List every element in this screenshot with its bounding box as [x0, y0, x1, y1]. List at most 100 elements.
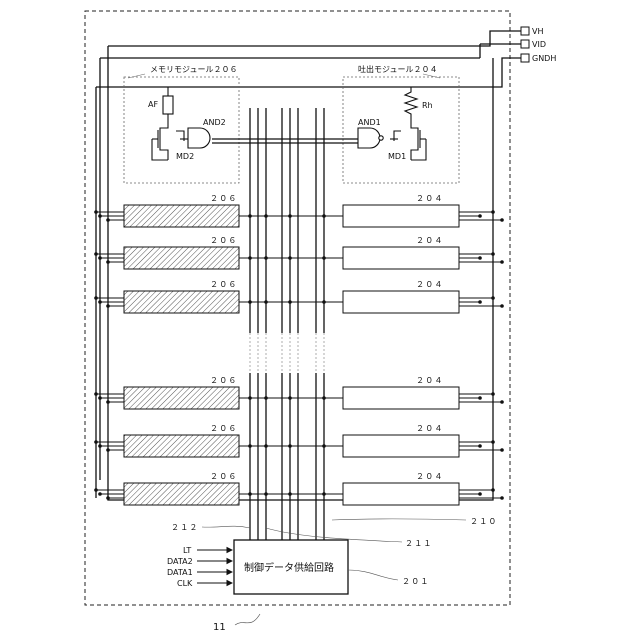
memory-ref-label: ２０６	[210, 194, 238, 203]
junction-dot	[94, 210, 98, 214]
junction-dot	[500, 218, 504, 222]
memory-module-206	[124, 205, 239, 227]
junction-dot	[106, 400, 110, 404]
memory-module-206	[124, 435, 239, 457]
controller-label: 制御データ供給回路	[244, 561, 334, 574]
vid-terminal[interactable]	[521, 40, 529, 48]
junction-dot	[106, 260, 110, 264]
memory-module-detail: メモリモジュール２０６ AF AND2 MD2	[124, 65, 239, 183]
junction-dot	[322, 214, 326, 218]
junction-dot	[264, 300, 268, 304]
terminals: VH VID GNDH	[521, 27, 556, 63]
junction-dot	[94, 488, 98, 492]
ref-212: ２１２	[171, 523, 199, 532]
junction-dot	[478, 214, 482, 218]
memory-module-title: メモリモジュール２０６	[150, 65, 237, 74]
junction-dot	[478, 444, 482, 448]
memory-ref-label: ２０６	[210, 376, 238, 385]
junction-dot	[106, 448, 110, 452]
vid-label: VID	[532, 40, 546, 49]
md2-label: MD2	[176, 152, 194, 161]
memory-ref-label: ２０６	[210, 280, 238, 289]
junction-dot	[478, 396, 482, 400]
figure-number-label: 11	[213, 622, 226, 633]
memory-ref-label: ２０６	[210, 424, 238, 433]
junction-dot	[322, 256, 326, 260]
junction-dot	[248, 396, 252, 400]
junction-dot	[264, 396, 268, 400]
junction-dot	[264, 444, 268, 448]
ejection-module-204	[343, 291, 459, 313]
and2-label: AND2	[203, 118, 226, 127]
vh-terminal[interactable]	[521, 27, 529, 35]
ejection-ref-label: ２０４	[416, 376, 444, 385]
memory-ref-label: ２０６	[210, 236, 238, 245]
junction-dot	[491, 296, 495, 300]
block-row: ２０６ ２０４	[94, 280, 504, 313]
ejection-module-title: 吐出モジュール２０４	[358, 64, 437, 74]
memory-module-206	[124, 247, 239, 269]
memory-ref-label: ２０６	[210, 472, 238, 481]
block-row: ２０６ ２０４	[94, 424, 504, 457]
input-data1: DATA1	[167, 568, 193, 577]
junction-dot	[248, 300, 252, 304]
junction-dot	[264, 256, 268, 260]
junction-dot	[98, 492, 102, 496]
ejection-module-204	[343, 247, 459, 269]
junction-dot	[94, 392, 98, 396]
ejection-ref-label: ２０４	[416, 194, 444, 203]
junction-dot	[248, 214, 252, 218]
block-row: ２０６ ２０４	[94, 236, 504, 269]
gndh-label: GNDH	[532, 54, 556, 63]
junction-dot	[106, 218, 110, 222]
junction-dot	[106, 496, 110, 500]
md1-label: MD1	[388, 152, 406, 161]
junction-dot	[500, 400, 504, 404]
ref-210: ２１０	[470, 517, 498, 526]
junction-dot	[98, 214, 102, 218]
junction-dot	[264, 492, 268, 496]
junction-dot	[500, 260, 504, 264]
ejection-ref-label: ２０４	[416, 280, 444, 289]
junction-dot	[478, 492, 482, 496]
gndh-terminal[interactable]	[521, 54, 529, 62]
junction-dot	[106, 304, 110, 308]
junction-dot	[491, 488, 495, 492]
junction-dot	[322, 444, 326, 448]
junction-dot	[288, 300, 292, 304]
junction-dot	[491, 252, 495, 256]
fuse-af	[163, 96, 173, 114]
junction-dot	[500, 448, 504, 452]
junction-dot	[98, 396, 102, 400]
ejection-module-204	[343, 483, 459, 505]
input-data2: DATA2	[167, 557, 193, 566]
junction-dot	[98, 444, 102, 448]
ejection-ref-label: ２０４	[416, 424, 444, 433]
junction-dot	[98, 256, 102, 260]
rh-label: Rh	[422, 101, 433, 110]
block-row: ２０６ ２０４	[94, 194, 504, 227]
figure-number: 11	[213, 614, 260, 633]
and1-label: AND1	[358, 118, 381, 127]
controller-ref: ２０１	[402, 577, 430, 586]
junction-dot	[248, 444, 252, 448]
junction-dot	[478, 300, 482, 304]
vh-label: VH	[532, 27, 544, 36]
junction-dot	[288, 444, 292, 448]
junction-dot	[322, 492, 326, 496]
ejection-ref-label: ２０４	[416, 236, 444, 245]
junction-dot	[94, 440, 98, 444]
junction-dot	[478, 256, 482, 260]
junction-dot	[94, 296, 98, 300]
junction-dot	[500, 304, 504, 308]
ejection-ref-label: ２０４	[416, 472, 444, 481]
ejection-module-204	[343, 387, 459, 409]
vertical-bus	[212, 108, 358, 520]
junction-dot	[248, 492, 252, 496]
junction-dot	[98, 300, 102, 304]
junction-dot	[288, 396, 292, 400]
memory-module-206	[124, 291, 239, 313]
controller-inputs	[197, 550, 232, 583]
memory-module-206	[124, 387, 239, 409]
input-lt: LT	[183, 546, 191, 555]
